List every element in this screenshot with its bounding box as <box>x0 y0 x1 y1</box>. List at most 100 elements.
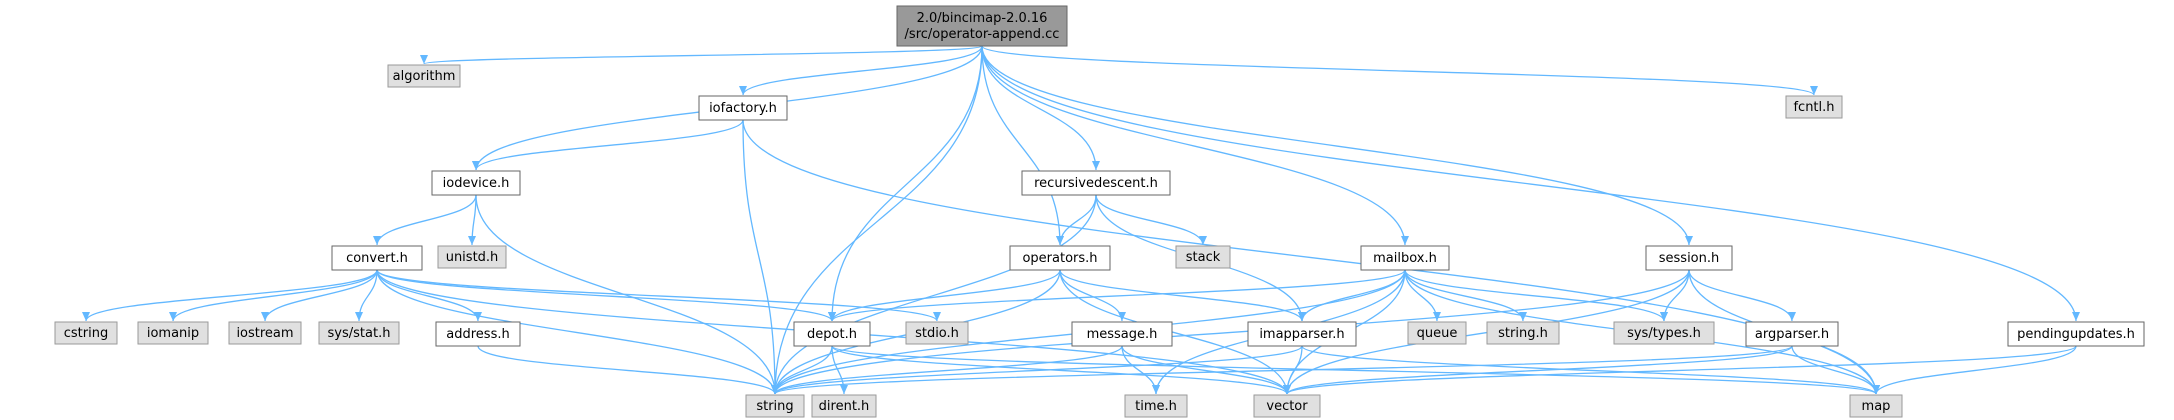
edge-session-to-string <box>771 269 1690 395</box>
node-fcntl[interactable]: fcntl.h <box>1785 95 1843 119</box>
node-string-box <box>745 394 805 418</box>
node-iomanip[interactable]: iomanip <box>137 321 209 345</box>
node-iofactory-label-0: iofactory.h <box>709 101 777 116</box>
node-pendingupdates-label-0: pendingupdates.h <box>2017 327 2135 342</box>
edge-depot-to-map <box>831 345 1880 395</box>
edge-root-to-depot <box>828 45 983 322</box>
node-convert-label-0: convert.h <box>346 251 408 266</box>
node-dirent[interactable]: dirent.h <box>811 394 877 418</box>
edge-pendingupdates-to-vector <box>1283 345 2077 395</box>
edge-root-to-iofactory <box>739 45 983 96</box>
node-imapparser-label-0: imapparser.h <box>1259 327 1344 342</box>
edge-argparser-to-string <box>771 345 1793 395</box>
node-message-label-0: message.h <box>1087 327 1158 342</box>
node-address[interactable]: address.h <box>435 321 521 347</box>
node-queue[interactable]: queue <box>1407 321 1467 345</box>
node-root[interactable]: 2.0/bincimap-2.0.16/src/operator-append.… <box>896 5 1068 47</box>
edge-mailbox-to-stringh <box>1404 269 1527 322</box>
edge-iofactory-to-iodevice <box>472 119 744 171</box>
node-stack[interactable]: stack <box>1175 245 1231 269</box>
node-convert[interactable]: convert.h <box>331 245 423 271</box>
edge-depot-to-dirent <box>831 345 848 395</box>
node-unistd-box <box>437 245 507 269</box>
edge-depot-to-string <box>771 345 833 395</box>
node-recursivedescent[interactable]: recursivedescent.h <box>1021 170 1171 196</box>
edge-imapparser-to-map <box>1301 345 1880 395</box>
edge-mailbox-to-queue <box>1404 269 1441 322</box>
node-iodevice-box <box>431 170 521 196</box>
node-algorithm-label-0: algorithm <box>393 69 456 84</box>
node-vector[interactable]: vector <box>1253 394 1321 418</box>
node-imapparser[interactable]: imapparser.h <box>1247 321 1357 347</box>
edge-root-to-fcntl <box>981 45 1818 96</box>
node-operators[interactable]: operators.h <box>1009 245 1111 271</box>
node-algorithm[interactable]: algorithm <box>387 64 461 88</box>
node-depot[interactable]: depot.h <box>793 321 871 347</box>
node-map-label-0: map <box>1862 399 1891 414</box>
edge-root-to-algorithm <box>420 45 983 65</box>
edge-depot-to-vector <box>831 345 1291 395</box>
edge-operators-to-imapparser <box>1059 269 1306 322</box>
edge-convert-to-address <box>376 269 482 322</box>
edge-message-to-vector <box>1121 345 1291 395</box>
node-mailbox-label-0: mailbox.h <box>1373 251 1437 266</box>
node-pendingupdates[interactable]: pendingupdates.h <box>2007 321 2145 347</box>
edge-message-to-string <box>771 345 1123 395</box>
node-message[interactable]: message.h <box>1071 321 1173 347</box>
node-timeh[interactable]: time.h <box>1124 394 1188 418</box>
node-iodevice-label-0: iodevice.h <box>443 176 510 191</box>
edge-address-to-string <box>477 345 779 395</box>
node-depot-label-0: depot.h <box>807 327 857 342</box>
node-session[interactable]: session.h <box>1645 245 1733 271</box>
node-iomanip-box <box>137 321 209 345</box>
edge-mailbox-to-imapparser <box>1298 269 1406 322</box>
node-operators-label-0: operators.h <box>1022 251 1097 266</box>
node-string[interactable]: string <box>745 394 805 418</box>
edge-session-to-systypes <box>1660 269 1690 322</box>
node-stdio[interactable]: stdio.h <box>905 321 969 345</box>
node-stringh[interactable]: string.h <box>1486 321 1560 345</box>
node-cstring[interactable]: cstring <box>54 321 118 345</box>
edge-recursivedescent-to-operators <box>1056 194 1097 246</box>
edge-recursivedescent-to-stack <box>1095 194 1207 246</box>
node-sysstat-box <box>318 321 400 345</box>
node-iofactory-box <box>698 95 788 121</box>
node-stack-box <box>1175 245 1231 269</box>
node-stringh-label-0: string.h <box>1498 326 1548 341</box>
node-timeh-label-0: time.h <box>1135 399 1177 414</box>
node-argparser[interactable]: argparser.h <box>1745 321 1839 347</box>
node-recursivedescent-label-0: recursivedescent.h <box>1034 176 1158 191</box>
node-session-label-0: session.h <box>1659 251 1720 266</box>
node-cstring-label-0: cstring <box>64 326 108 341</box>
edge-recursivedescent-to-string <box>771 194 1097 395</box>
edge-convert-to-cstring <box>82 269 378 322</box>
node-vector-label-0: vector <box>1266 399 1308 414</box>
edge-convert-to-depot <box>376 269 836 322</box>
node-imapparser-box <box>1247 321 1357 347</box>
edge-root-to-mailbox <box>981 45 1409 246</box>
node-address-label-0: address.h <box>446 327 509 342</box>
edge-convert-to-sysstat <box>355 269 378 322</box>
node-mailbox[interactable]: mailbox.h <box>1360 245 1450 271</box>
node-stdio-label-0: stdio.h <box>915 326 959 341</box>
node-sysstat[interactable]: sys/stat.h <box>318 321 400 345</box>
node-queue-box <box>1407 321 1467 345</box>
node-iostream[interactable]: iostream <box>228 321 302 345</box>
edge-operators-to-vector <box>1059 269 1291 395</box>
node-unistd[interactable]: unistd.h <box>437 245 507 269</box>
edge-root-to-string <box>771 45 983 395</box>
node-systypes[interactable]: sys/types.h <box>1613 321 1715 345</box>
node-map[interactable]: map <box>1849 394 1903 418</box>
edge-session-to-argparser <box>1688 269 1796 322</box>
edge-argparser-to-vector <box>1283 345 1793 395</box>
node-iostream-label-0: iostream <box>236 326 293 341</box>
node-depot-box <box>793 321 871 347</box>
node-algorithm-box <box>387 64 461 88</box>
node-iofactory[interactable]: iofactory.h <box>698 95 788 121</box>
node-root-label-1: /src/operator-append.cc <box>905 27 1060 42</box>
node-vector-box <box>1253 394 1321 418</box>
node-iodevice[interactable]: iodevice.h <box>431 170 521 196</box>
node-systypes-box <box>1613 321 1715 345</box>
node-recursivedescent-box <box>1021 170 1171 196</box>
